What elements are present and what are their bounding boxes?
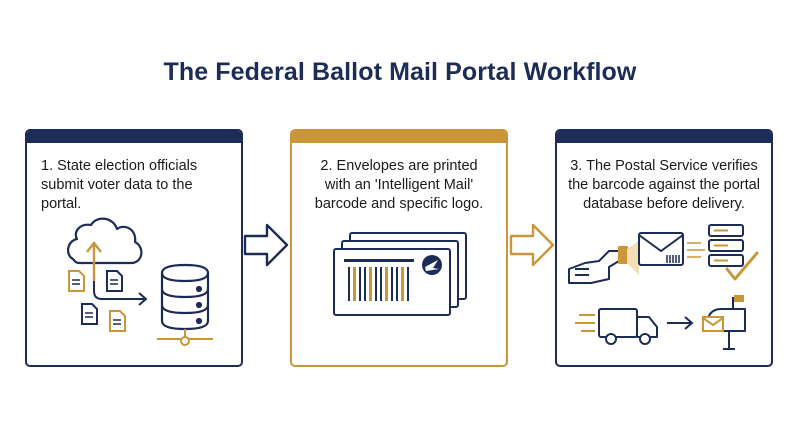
database-icon xyxy=(160,263,210,331)
step-3-line-2: the barcode against the portal xyxy=(568,177,760,193)
speed-lines-icon xyxy=(575,314,595,332)
cloud-upload-icon xyxy=(67,217,143,265)
panel-header-bar xyxy=(27,131,241,143)
envelope-barcode-icon xyxy=(638,232,684,266)
step-panel-2: 2. Envelopes are printed with an 'Intell… xyxy=(290,129,508,367)
barcode-scanner-icon xyxy=(568,246,628,284)
document-icon xyxy=(106,270,123,292)
step-2-line-2: with an 'Intelligent Mail' xyxy=(324,177,474,193)
step-arrow-2 xyxy=(509,223,555,267)
step-arrow-1 xyxy=(243,223,289,267)
step-3-line-1: 3. The Postal Service verifies xyxy=(570,158,758,174)
step-2-line-3: barcode and specific logo. xyxy=(314,196,484,212)
flow-arrow-icon xyxy=(667,316,694,330)
document-icon xyxy=(109,310,126,332)
delivery-truck-icon xyxy=(598,308,658,345)
step-1-text: 1. State election officials submit voter… xyxy=(41,157,233,214)
panel-header-bar xyxy=(292,131,506,143)
step-2-text: 2. Envelopes are printed with an 'Intell… xyxy=(300,157,498,214)
step-1-line-1: 1. State election officials xyxy=(41,158,198,174)
step-1-line-2: submit voter data to the portal. xyxy=(41,177,193,212)
network-node-icon xyxy=(157,329,213,346)
step-3-text: 3. The Postal Service verifies the barco… xyxy=(565,157,763,214)
envelope-icon xyxy=(702,316,724,332)
document-icon xyxy=(68,270,85,292)
upload-arrow-icon xyxy=(86,241,102,281)
step-3-line-3: database before delivery. xyxy=(583,196,745,212)
flow-arrow-icon xyxy=(93,281,148,306)
step-panel-1: 1. State election officials submit voter… xyxy=(25,129,243,367)
step-panel-3: 3. The Postal Service verifies the barco… xyxy=(555,129,773,367)
document-icon xyxy=(81,303,98,325)
page-title: The Federal Ballot Mail Portal Workflow xyxy=(163,58,637,86)
step-2-line-1: 2. Envelopes are printed xyxy=(320,158,478,174)
eagle-logo-icon xyxy=(422,255,442,275)
barcode-icon xyxy=(344,259,414,301)
panel-header-bar xyxy=(557,131,771,143)
